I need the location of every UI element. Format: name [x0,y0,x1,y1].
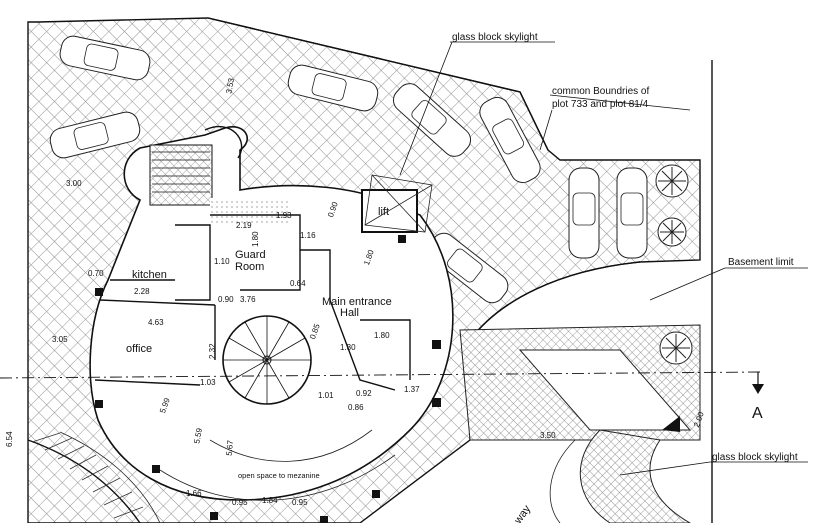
dimension: 1.93 [276,211,292,220]
dimension: 0.70 [88,269,104,278]
section-arrow-marker [662,416,680,432]
skylight-cross [364,174,433,233]
columns [95,235,441,523]
dimension: 2.19 [236,221,252,230]
dimension: 0.92 [356,389,372,398]
dimension: 1.30 [340,343,356,352]
planter-arc [579,429,692,523]
skylight-top-label: glass block skylight [452,32,538,43]
guard-room-label-line2: Room [235,261,264,273]
lift-label: lift [378,206,389,218]
dimension: 3.50 [540,431,556,440]
stair-bay-curve [204,125,243,159]
dimension: 1.37 [404,385,420,394]
interior-walls [94,214,411,391]
spiral-stair [222,315,312,405]
mezzanine-label: open space to mezanine [238,471,320,480]
dimension: 3.76 [240,295,256,304]
hall-label-line2: Hall [340,307,359,319]
boundary-label-line2: plot 733 and plot 81/4 [552,99,649,110]
stair-block [149,144,213,206]
hall-arc-outer [159,454,396,501]
dimension: 4.63 [148,318,164,327]
stair-treads [152,151,210,193]
section-label: A [752,405,763,422]
dimension: 3.05 [52,335,68,344]
basement-limit-label: Basement limit [728,257,794,268]
boundary-label-line1: common Boundries of [552,86,649,97]
way-label: way [512,503,534,523]
dimension: 6.54 [5,431,14,447]
dimension: 0.86 [348,403,364,412]
ramp-steps [31,432,144,519]
entry-dots [210,198,290,223]
ramp-arc-inner [59,431,161,523]
dimension: 1.10 [214,257,230,266]
dimension: 0.90 [218,295,234,304]
dimension: 3.00 [66,179,82,188]
office-label: office [126,343,152,355]
dimension: 1.01 [318,391,334,400]
dimension: 5.59 [192,427,204,444]
dimension: 3.53 [224,77,236,94]
ramp-band [518,349,692,431]
dimension: 0.95 [292,498,308,507]
skylight-bottom-label: glass block skylight [712,452,798,463]
leader-lines [399,41,808,476]
dimension: 2.32 [208,343,217,359]
curb-arc [549,439,576,523]
dimension: 1.16 [300,231,316,240]
hall-arc [209,429,373,462]
dimension: 1.66 [186,489,202,498]
plot-boundary [207,17,549,151]
lift-shaft [361,189,418,233]
parked-cars [49,35,648,304]
dimension: 0.95 [232,498,248,507]
kitchen-label: kitchen [132,269,167,281]
ramp-arc-outer [27,439,141,523]
hall-label-line1: Main entrance [322,296,392,308]
tree-icons [655,164,693,365]
dimension: 1.03 [200,378,216,387]
section-line [0,371,764,394]
guard-room-label-line1: Guard [235,249,266,261]
dimension: 1.80 [251,231,260,247]
dimension: 1.80 [374,331,390,340]
dimension: 2.28 [134,287,150,296]
dimension: 1.84 [262,496,278,505]
basement-curve [469,261,641,341]
dimension: 5.67 [225,439,235,456]
dimension: 0.64 [290,279,306,288]
